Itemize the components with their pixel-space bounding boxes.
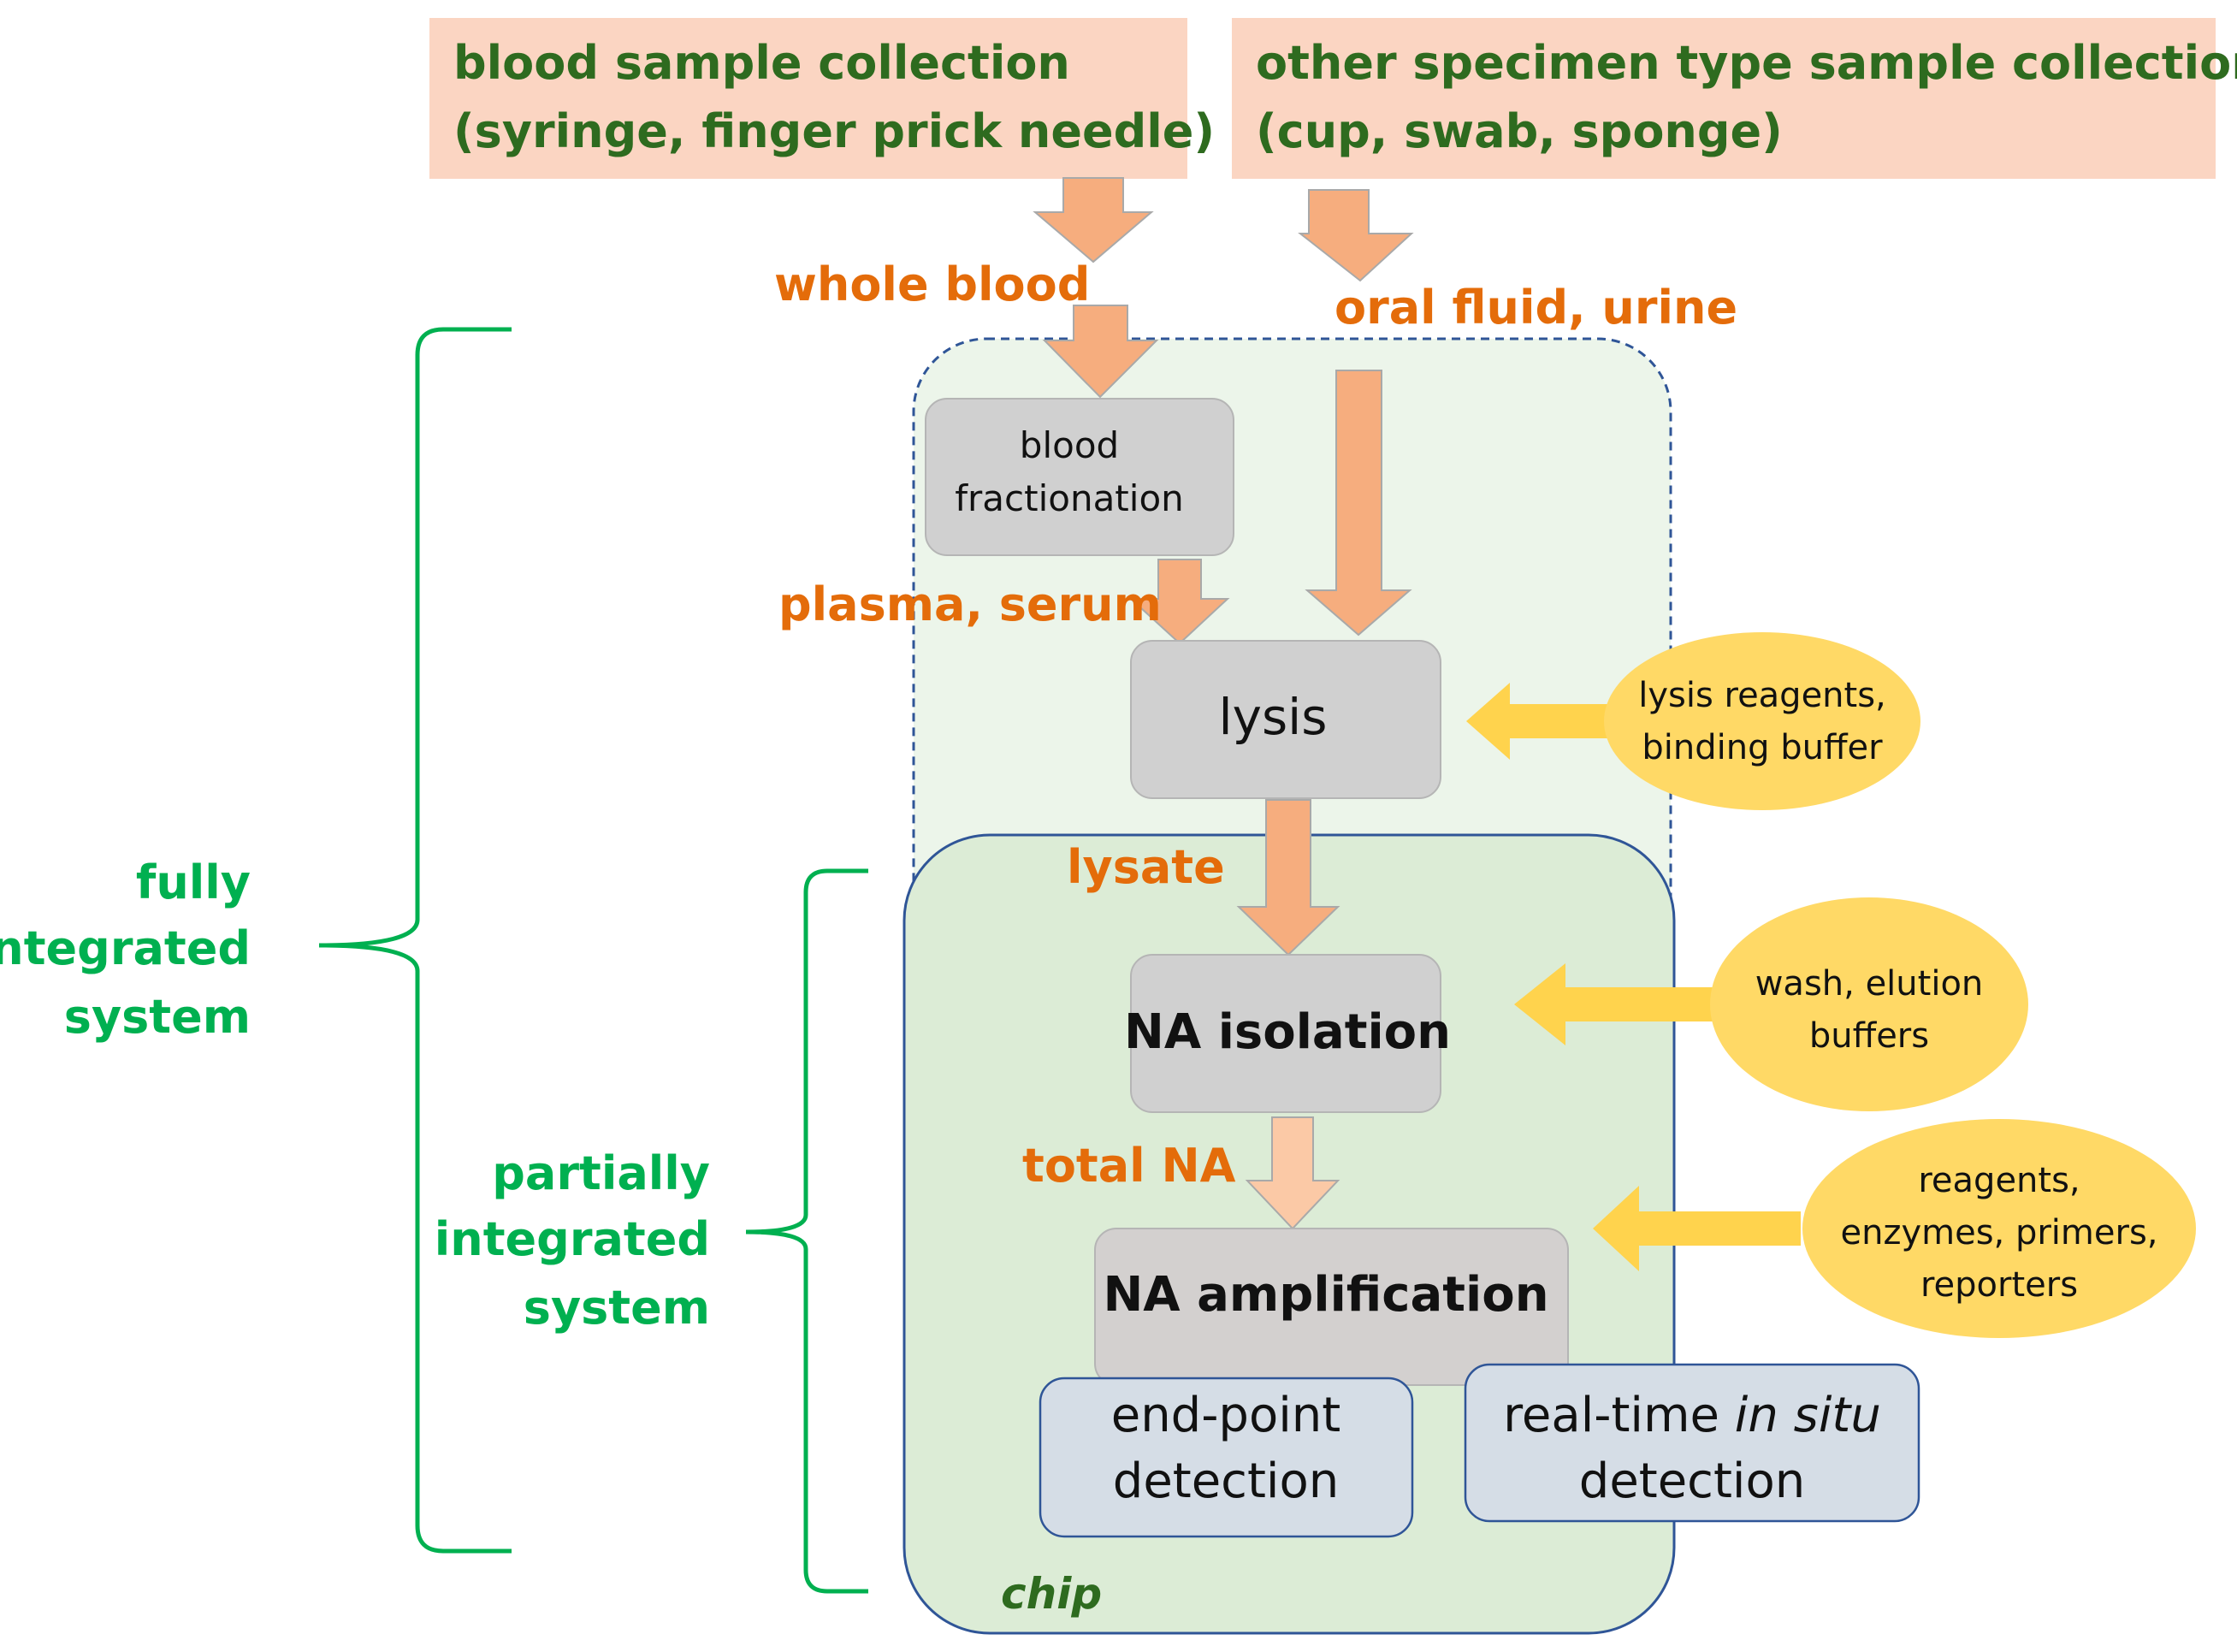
wash-buffers-line2: buffers bbox=[1809, 1016, 1929, 1056]
wash-buffers-line1: wash, elution bbox=[1755, 964, 1984, 1004]
amp-reagents-line2: enzymes, primers, bbox=[1841, 1213, 2158, 1252]
wash-buffers-ellipse bbox=[1710, 897, 2028, 1111]
blood-collection-devices: (syringe, finger prick needle) bbox=[453, 104, 1215, 158]
blood-fractionation-line1: blood bbox=[1020, 424, 1119, 466]
arrow-other-collection bbox=[1298, 189, 1414, 282]
endpoint-detection-line2: detection bbox=[1113, 1454, 1339, 1509]
amp-reagents-ellipse bbox=[1802, 1119, 2196, 1338]
arrow-oral-urine bbox=[1305, 370, 1412, 637]
realtime-detection-line2: detection bbox=[1579, 1454, 1805, 1509]
endpoint-detection-box bbox=[1039, 1377, 1414, 1538]
partially-integrated-bracket bbox=[745, 868, 868, 1594]
partially-integrated-line3: system bbox=[524, 1281, 710, 1335]
blood-fractionation-box bbox=[925, 398, 1234, 556]
other-collection-title: other specimen type sample collection bbox=[1256, 36, 2237, 90]
arrow-lysate bbox=[1236, 799, 1340, 956]
arrow-plasma-serum bbox=[1128, 559, 1230, 645]
other-collection-devices: (cup, swab, sponge) bbox=[1256, 104, 1783, 158]
lysis-label: lysis bbox=[1219, 688, 1328, 746]
amp-reagents-line3: reporters bbox=[1920, 1265, 2078, 1305]
amp-reagents-line1: reagents, bbox=[1918, 1161, 2080, 1200]
na-isolation-label: NA isolation bbox=[1124, 1004, 1451, 1060]
label-lysate: lysate bbox=[1067, 840, 1225, 894]
fully-integrated-line1: fully bbox=[136, 856, 251, 909]
lysis-reagents-ellipse bbox=[1604, 632, 1920, 810]
arrow-whole-blood bbox=[1042, 305, 1159, 399]
na-isolation-box bbox=[1130, 954, 1441, 1113]
arrow-wash-buffers bbox=[1514, 963, 1719, 1045]
partially-integrated-line2: integrated bbox=[435, 1212, 710, 1266]
blood-fractionation-line2: fractionation bbox=[955, 477, 1184, 519]
label-oral-urine: oral fluid, urine bbox=[1335, 281, 1737, 335]
chip-label: chip bbox=[1001, 1569, 1102, 1619]
lysis-reagents-line1: lysis reagents, bbox=[1638, 676, 1886, 715]
label-total-na: total NA bbox=[1022, 1139, 1236, 1193]
other-collection-box bbox=[1232, 18, 2216, 179]
fully-integrated-line2: integrated bbox=[0, 921, 251, 975]
arrow-amp-reagents bbox=[1593, 1186, 1801, 1271]
arrow-total-na bbox=[1245, 1116, 1340, 1230]
arrow-lysis-reagents bbox=[1466, 683, 1619, 760]
arrow-blood-collection bbox=[1033, 177, 1154, 263]
fully-integrated-bracket bbox=[318, 327, 512, 1554]
lysis-reagents-line2: binding buffer bbox=[1642, 728, 1883, 767]
realtime-detection-box bbox=[1464, 1363, 1920, 1523]
fully-integrated-line3: system bbox=[64, 990, 251, 1044]
endpoint-detection-line1: end-point bbox=[1111, 1388, 1341, 1443]
label-whole-blood: whole blood bbox=[774, 258, 1090, 311]
blood-collection-title: blood sample collection bbox=[453, 36, 1070, 90]
partially-integrated-line1: partially bbox=[492, 1146, 710, 1200]
na-amplification-label: NA amplification bbox=[1103, 1267, 1548, 1323]
label-plasma-serum: plasma, serum bbox=[778, 577, 1162, 631]
realtime-detection-line1: real-time in situ bbox=[1503, 1388, 1881, 1443]
lysis-box bbox=[1130, 640, 1441, 799]
blood-collection-box bbox=[429, 18, 1187, 179]
